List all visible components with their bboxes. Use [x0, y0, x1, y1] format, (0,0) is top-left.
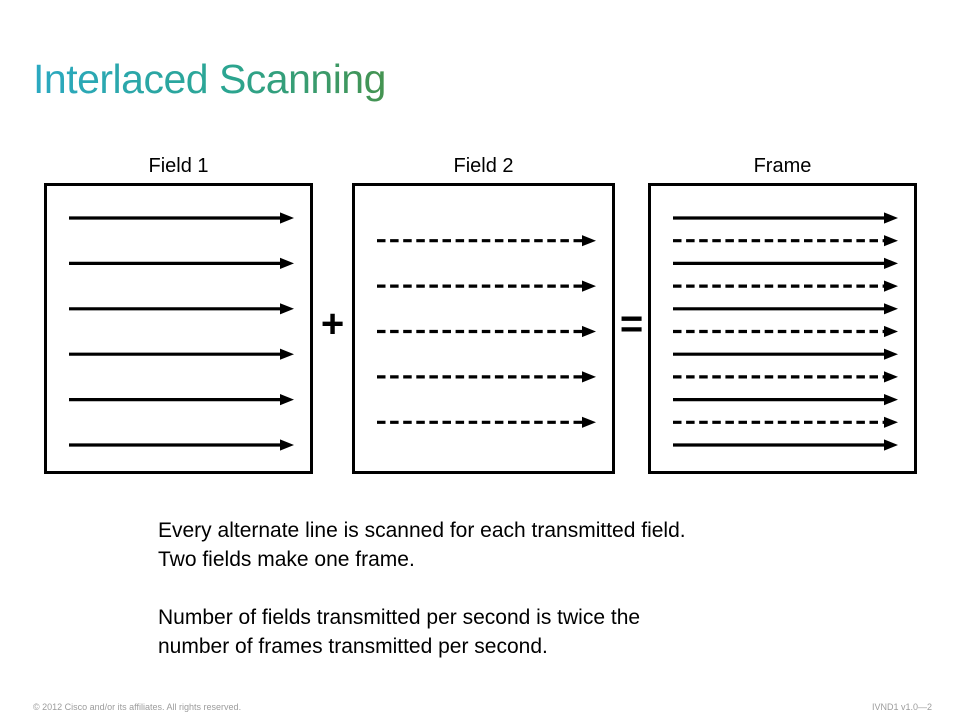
arrowhead-icon: [884, 235, 898, 247]
arrowhead-icon: [582, 235, 596, 247]
arrowhead-icon: [884, 212, 898, 224]
arrowhead-icon: [280, 303, 294, 315]
body-line: Every alternate line is scanned for each…: [158, 519, 686, 542]
plus-operator: +: [320, 302, 345, 346]
scan-lines: [377, 235, 596, 428]
arrowhead-icon: [280, 348, 294, 360]
body-line: Two fields make one frame.: [158, 548, 415, 571]
arrowhead-icon: [582, 325, 596, 338]
frame-label: Frame: [753, 155, 812, 177]
footer-slide-reference: IVND1 v1.0—2: [871, 702, 932, 712]
equals-operator: =: [619, 302, 644, 346]
field2-label: Field 2: [453, 155, 514, 177]
scan-lines: [673, 212, 898, 451]
arrowhead-icon: [582, 416, 596, 428]
arrowhead-icon: [884, 394, 898, 406]
scan-lines: [69, 212, 294, 451]
arrowhead-icon: [884, 303, 898, 315]
body-paragraph-1: Every alternate line is scanned for each…: [158, 516, 686, 574]
page-title: Interlaced Scanning: [33, 56, 386, 102]
arrowhead-icon: [884, 325, 898, 338]
arrowhead-icon: [582, 280, 596, 292]
arrowhead-icon: [884, 416, 898, 428]
arrowhead-icon: [280, 394, 294, 406]
arrowhead-icon: [280, 439, 294, 451]
arrowhead-icon: [884, 280, 898, 292]
arrowhead-icon: [884, 439, 898, 451]
arrowhead-icon: [582, 371, 596, 383]
footer-copyright: © 2012 Cisco and/or its affiliates. All …: [33, 702, 242, 712]
arrowhead-icon: [280, 257, 294, 269]
frame-scan-box: [648, 183, 917, 474]
arrowhead-icon: [884, 257, 898, 269]
body-line: number of frames transmitted per second.: [158, 635, 548, 658]
field1-scan-box: [44, 183, 313, 474]
arrowhead-icon: [884, 371, 898, 383]
body-paragraph-2: Number of fields transmitted per second …: [158, 603, 640, 661]
body-line: Number of fields transmitted per second …: [158, 606, 641, 629]
arrowhead-icon: [884, 348, 898, 360]
arrowhead-icon: [280, 212, 294, 224]
field2-scan-box: [352, 183, 615, 474]
field1-label: Field 1: [148, 155, 209, 177]
